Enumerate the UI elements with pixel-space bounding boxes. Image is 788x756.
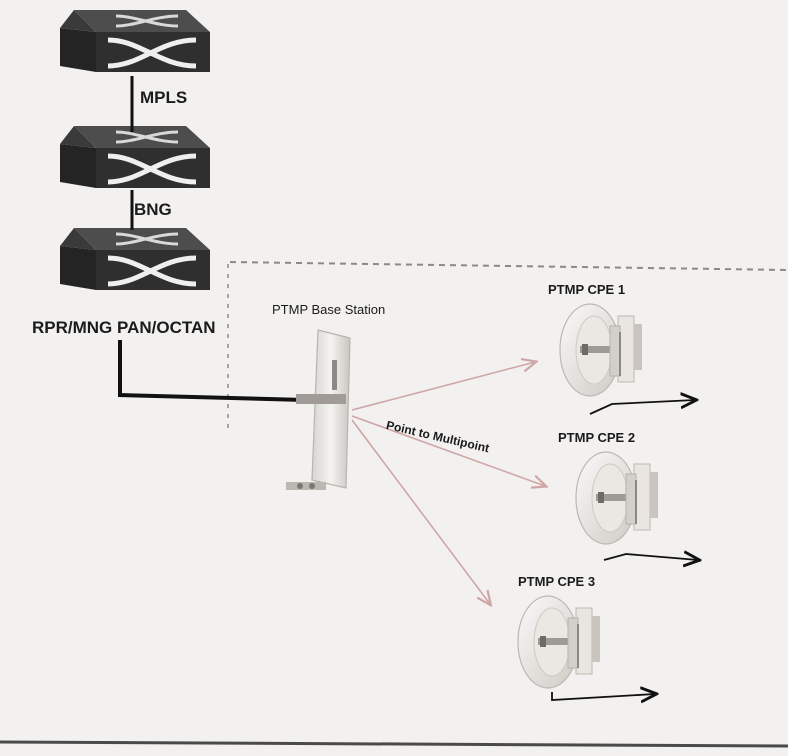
radio-link-cpe1 (352, 362, 535, 410)
switch-bng (60, 126, 210, 188)
cpe-2-dish (576, 452, 698, 560)
switch-label-bng: BNG (134, 200, 172, 220)
cpe-1-dish (560, 304, 695, 414)
bottom-rule (0, 742, 788, 746)
switch-mpls (60, 10, 210, 72)
base-station-antenna-icon (286, 330, 350, 490)
radio-link-cpe2 (352, 416, 545, 486)
switch-label-mpls: MPLS (140, 88, 187, 108)
switch-rpr (60, 228, 210, 290)
cpe-label-1: PTMP CPE 1 (548, 282, 625, 297)
cpe-label-2: PTMP CPE 2 (558, 430, 635, 445)
switch-label-rpr: RPR/MNG PAN/OCTAN (32, 318, 216, 338)
cpe-3-dish (518, 596, 655, 700)
dashed-border-top (230, 262, 788, 270)
backhaul-wire (120, 340, 305, 400)
cpe-label-3: PTMP CPE 3 (518, 574, 595, 589)
base-station-label: PTMP Base Station (272, 302, 385, 317)
